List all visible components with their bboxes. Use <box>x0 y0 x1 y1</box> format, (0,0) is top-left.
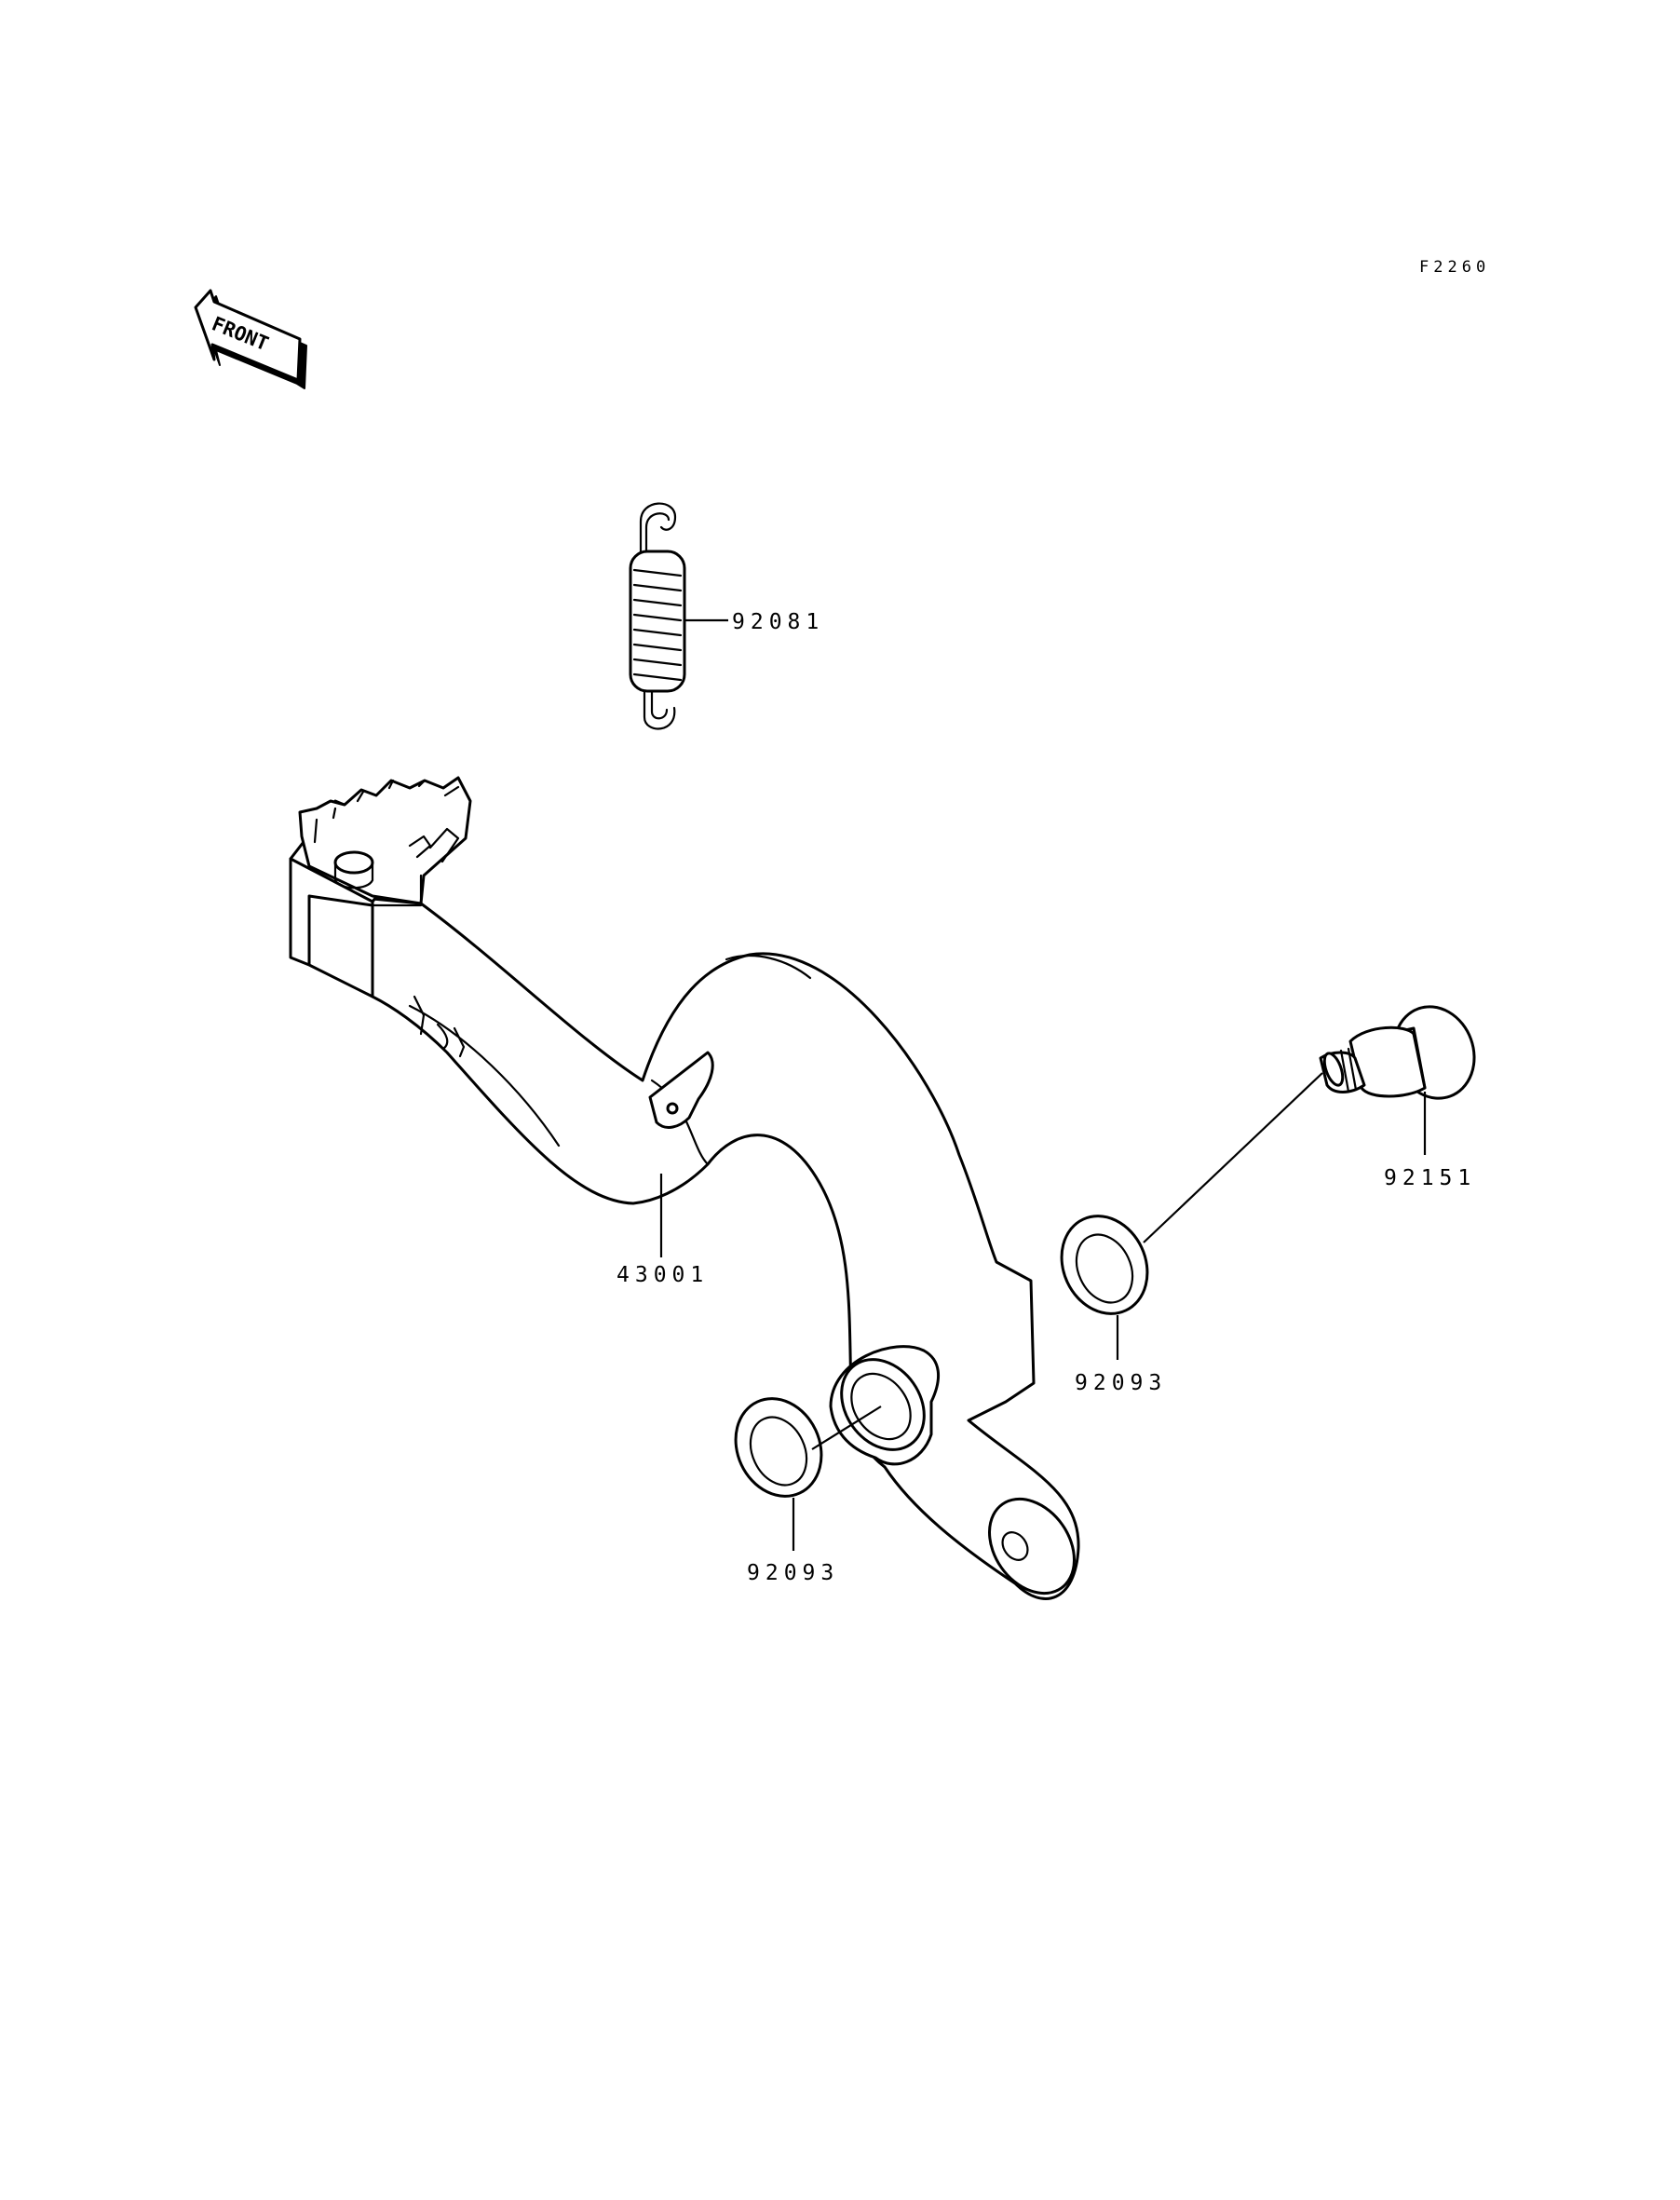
seal-to-boss-line <box>811 1406 882 1450</box>
seal-right-callout: 92093 <box>1075 1371 1167 1395</box>
seal-left-part <box>734 1397 823 1498</box>
seal-left-callout: 92093 <box>747 1561 839 1585</box>
spring-callout: 92081 <box>732 610 824 634</box>
brake-pedal-part <box>289 776 1080 1600</box>
bolt-shaft-line <box>1143 1072 1323 1243</box>
front-arrow-icon: FRONT <box>194 289 307 389</box>
pedal-callout: 43001 <box>616 1263 709 1287</box>
bolt-callout: 92151 <box>1384 1166 1476 1190</box>
figure-code: F2260 <box>1419 258 1490 277</box>
pivot-bolt-part <box>1319 1005 1476 1100</box>
seal-right-part <box>1060 1215 1149 1315</box>
return-spring-part <box>629 502 686 730</box>
